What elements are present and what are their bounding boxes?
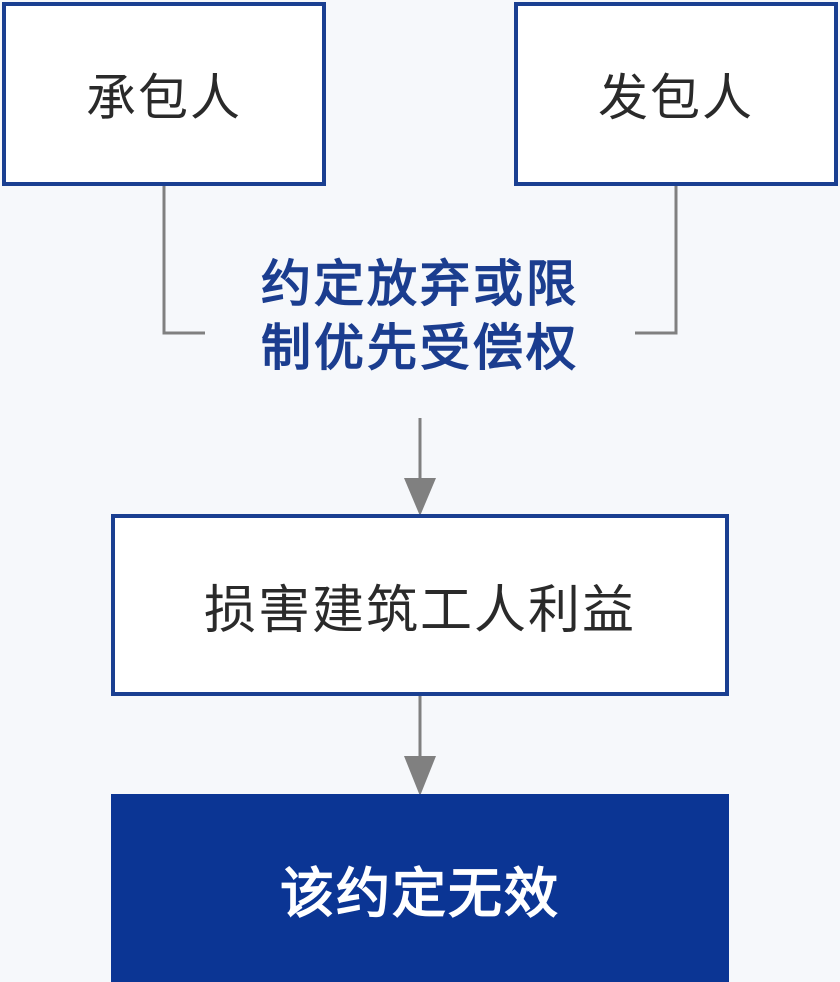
employer-label: 发包人: [598, 69, 754, 127]
arrow-head-2: [404, 756, 436, 796]
contractor-label: 承包人: [86, 69, 242, 127]
agreement-line-2: 制优先受偿权: [261, 319, 579, 377]
consequence-box: 损害建筑工人利益: [111, 514, 729, 696]
contractor-box: 承包人: [2, 2, 326, 186]
contractor-connector: [162, 186, 218, 335]
arrow-head-1: [404, 478, 436, 516]
conclusion-label: 该约定无效: [280, 861, 560, 925]
agreement-line-1: 约定放弃或限: [261, 255, 579, 313]
consequence-label: 损害建筑工人利益: [203, 580, 636, 641]
agreement-text: 约定放弃或限 制优先受偿权: [205, 252, 635, 380]
employer-box: 发包人: [514, 2, 838, 186]
conclusion-box: 该约定无效: [111, 794, 729, 982]
employer-connector: [622, 186, 678, 335]
